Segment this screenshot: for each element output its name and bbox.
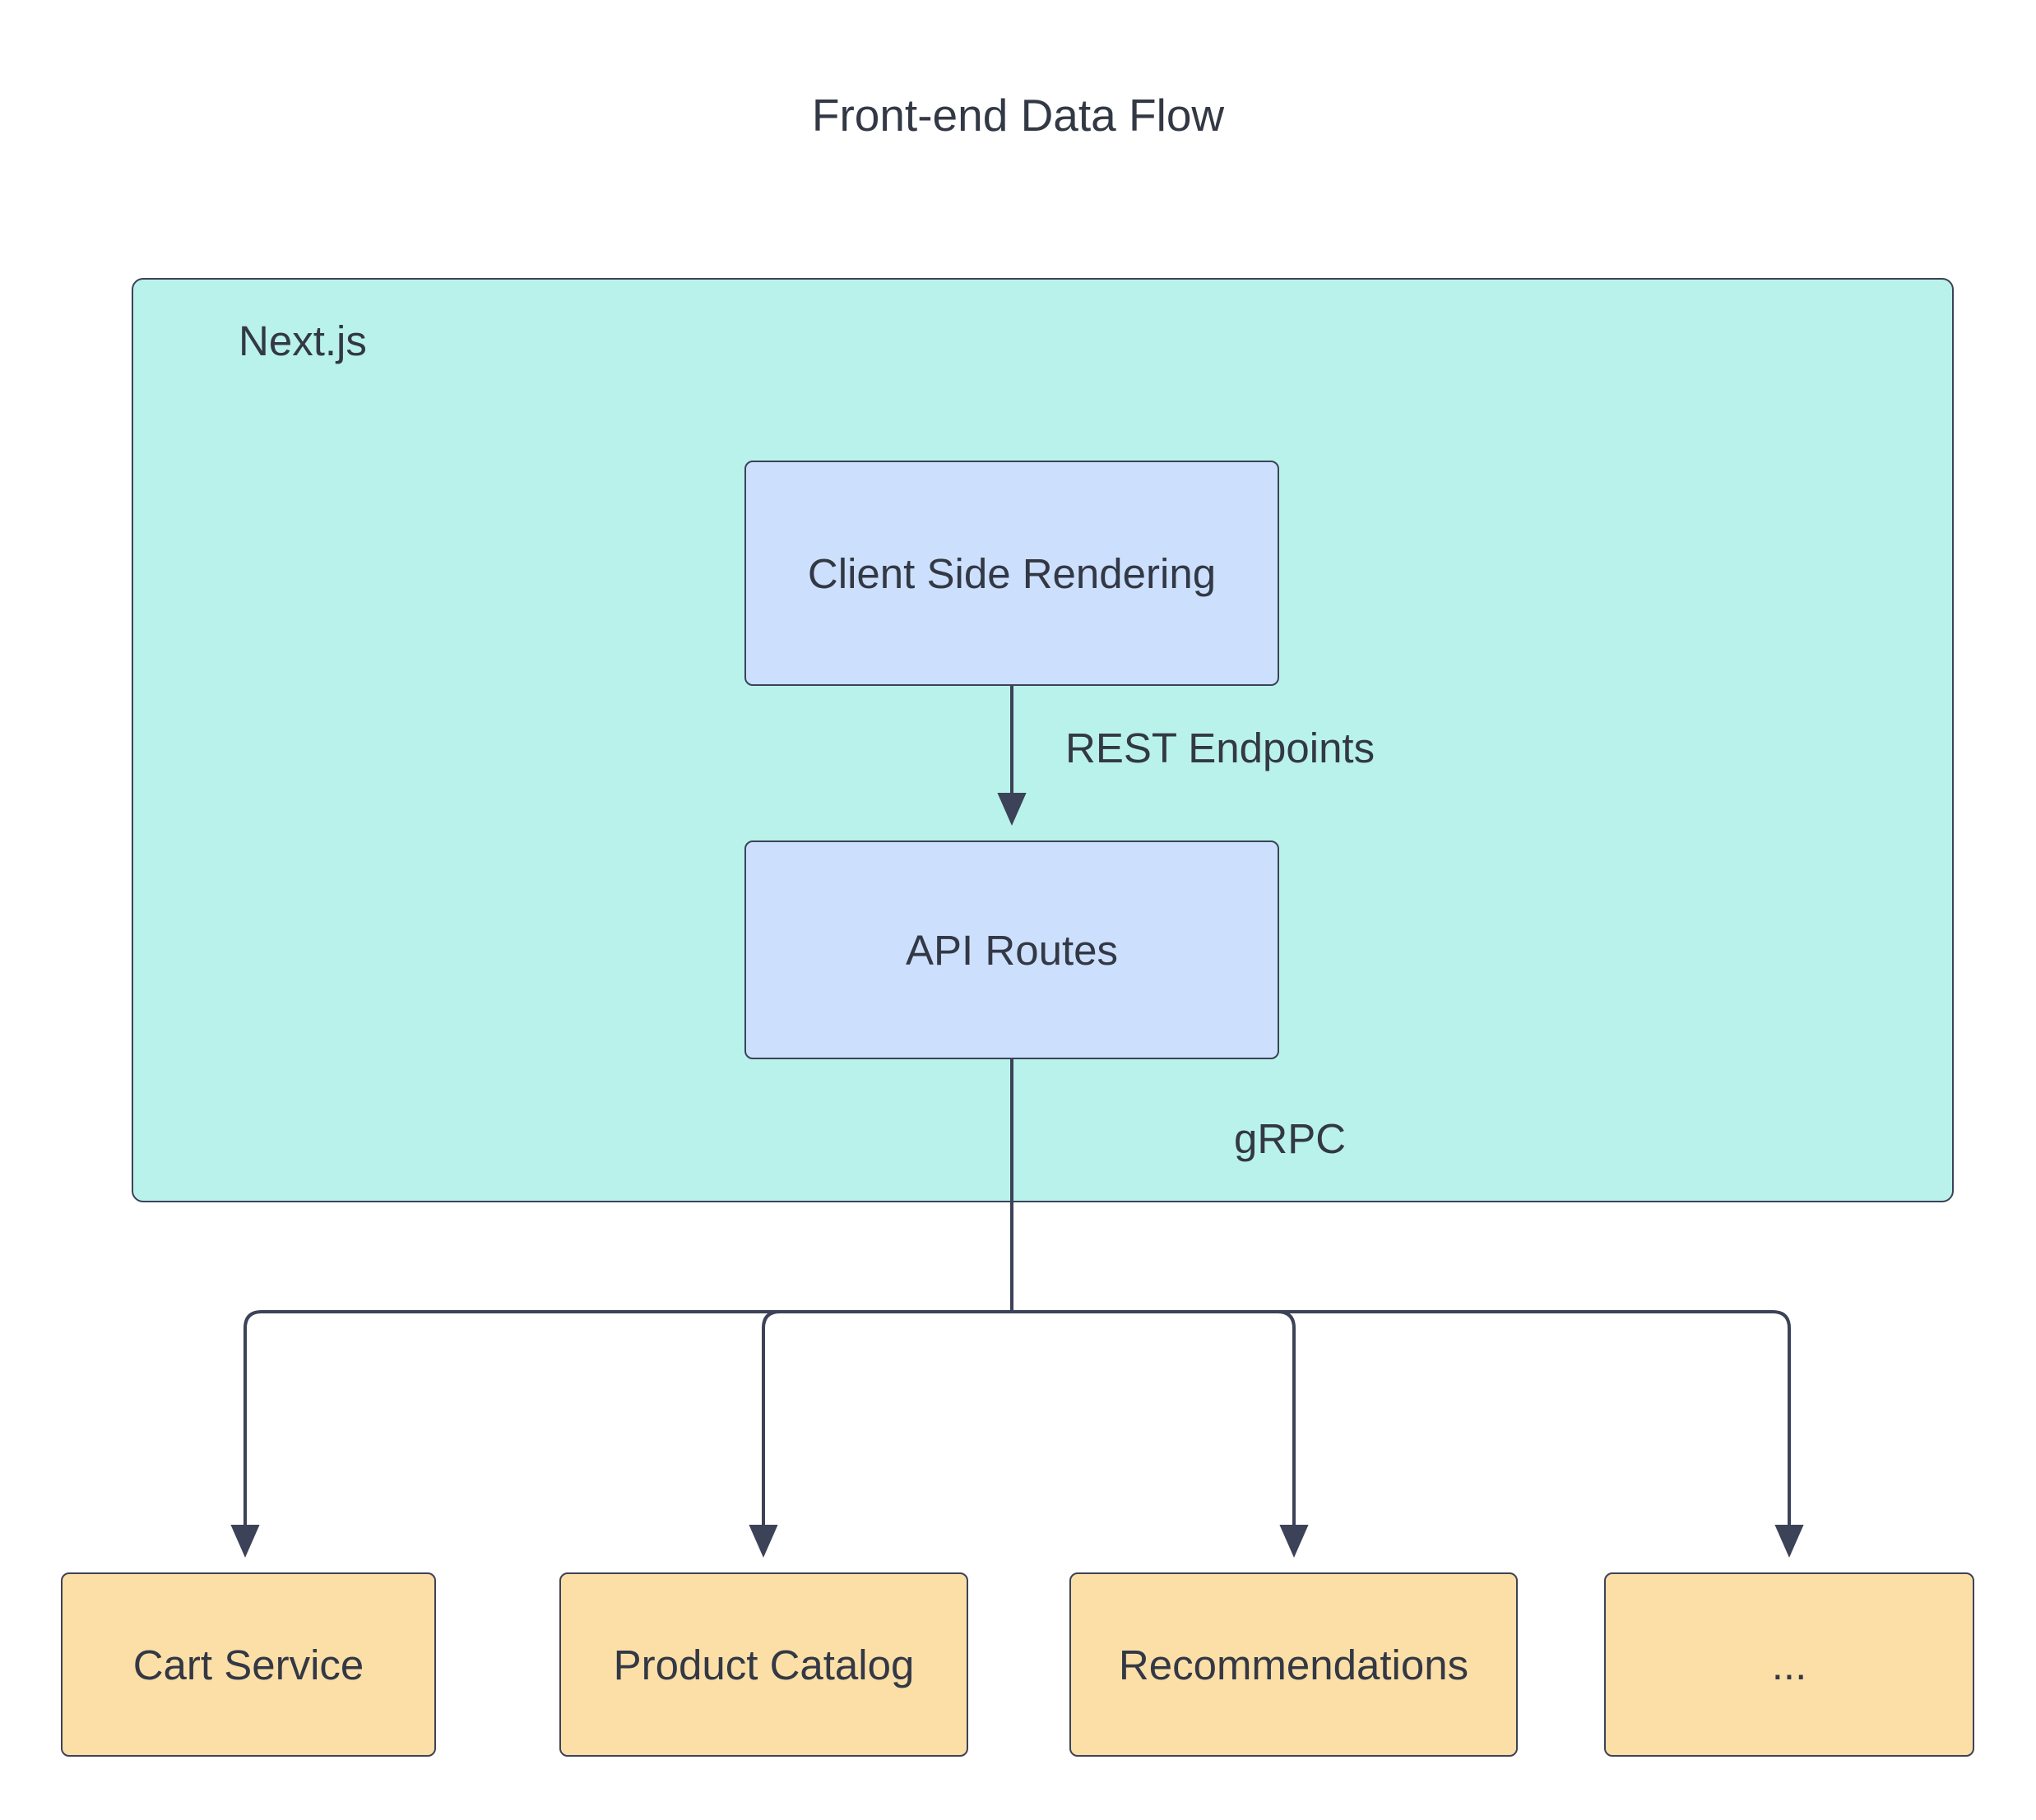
subgraph-nextjs-label: Next.js xyxy=(239,317,367,364)
node-client-side-rendering[interactable]: Client Side Rendering xyxy=(744,461,1279,686)
edge-label-grpc: gRPC xyxy=(1234,1115,1347,1162)
node-ellipsis[interactable]: ... xyxy=(1604,1572,1974,1757)
edge-bus-left xyxy=(230,1310,1012,1558)
node-api-routes[interactable]: API Routes xyxy=(744,841,1279,1059)
edge-bus-catalog xyxy=(749,1310,1012,1558)
edge-label-rest-endpoints: REST Endpoints xyxy=(1065,725,1375,771)
edge-bus-right xyxy=(1012,1310,1804,1558)
node-product-catalog[interactable]: Product Catalog xyxy=(559,1572,968,1757)
edge-bus-recs xyxy=(1012,1310,1309,1558)
subgraph-nextjs[interactable] xyxy=(132,278,1954,1202)
node-recommendations[interactable]: Recommendations xyxy=(1069,1572,1518,1757)
node-cart-service[interactable]: Cart Service xyxy=(61,1572,436,1757)
diagram-title: Front-end Data Flow xyxy=(811,90,1225,141)
